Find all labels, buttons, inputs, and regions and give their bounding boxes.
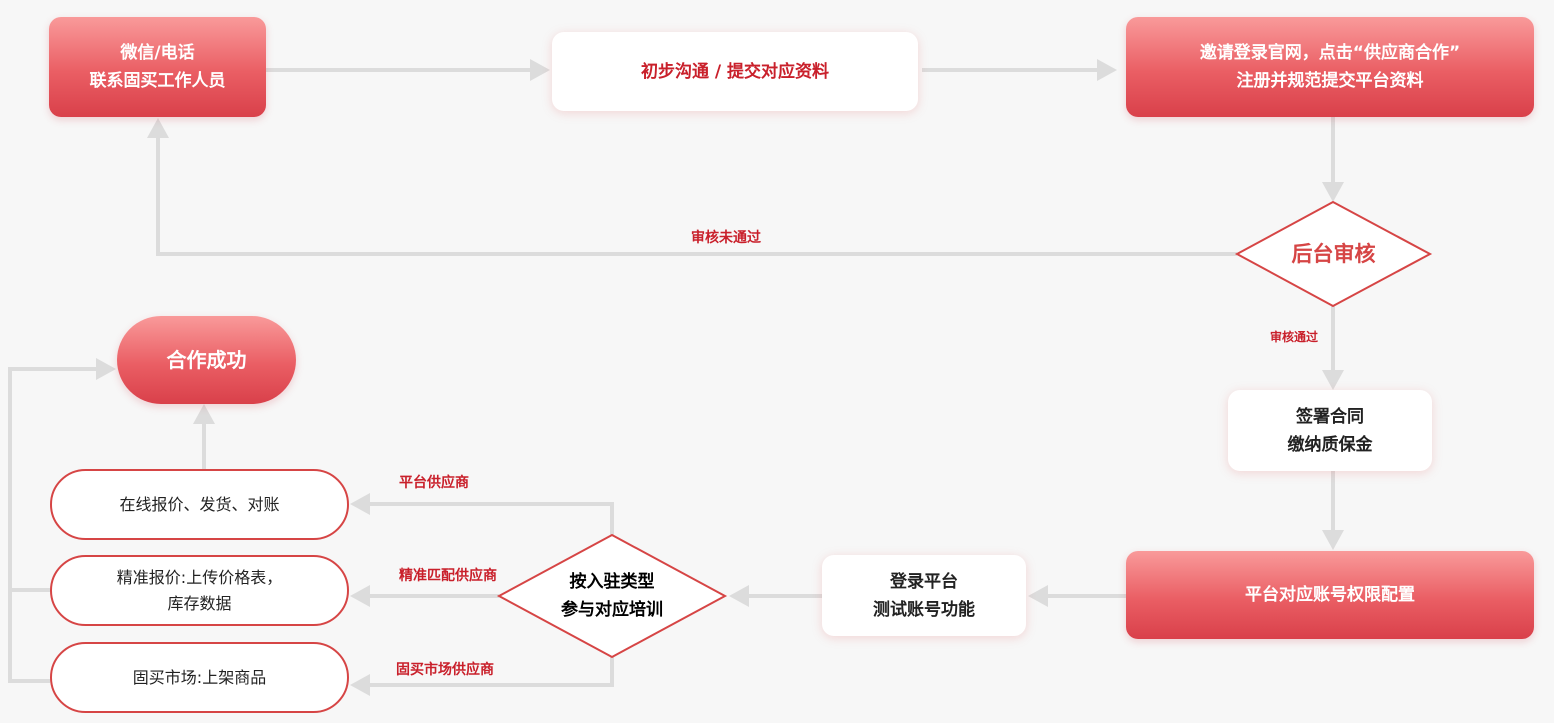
contact-line1: 微信/电话 [120,43,195,63]
contract-line2: 缴纳质保金 [1287,434,1373,455]
review-node: 后台审核 [1237,202,1430,306]
invite-line2: 注册并规范提交平台资料 [1236,71,1424,91]
type-training-node: 按入驻类型 参与对应培训 [499,535,725,657]
review-diamond-shape [1234,200,1433,308]
market-text: 固买市场:上架商品 [132,667,267,687]
contact-node: 微信/电话 联系固买工作人员 [49,17,266,117]
contract-line1: 签署合同 [1296,406,1364,427]
precise-quote-node: 精准报价:上传价格表， 库存数据 [50,555,349,626]
arrowhead [1028,585,1048,607]
arrowhead [350,674,370,696]
connector-review-to-contact [156,134,1237,256]
success-node: 合作成功 [117,316,296,404]
arrowhead [729,585,749,607]
arrowhead [530,59,550,81]
platform-supplier-label: 平台供应商 [399,475,469,491]
arrowhead [147,118,169,138]
type-line1: 按入驻类型 [569,572,655,592]
approved-label: 审核通过 [1270,330,1319,344]
initial-communication-text: 初步沟通 / 提交对应资料 [640,61,830,82]
arrowhead [350,585,370,607]
arrowhead [96,358,116,380]
review-text: 后台审核 [1291,242,1376,266]
precise-quote-line2: 库存数据 [167,593,232,613]
initial-communication-node: 初步沟通 / 提交对应资料 [552,32,918,111]
login-line2: 测试账号功能 [873,599,975,620]
market-supplier-label: 固买市场供应商 [396,662,494,678]
precise-supplier-label: 精准匹配供应商 [399,568,497,584]
arrowhead [350,493,370,515]
connector-left-loop [8,367,98,592]
type-diamond-shape [496,533,728,659]
login-test-node: 登录平台 测试账号功能 [822,555,1026,636]
arrowhead [1322,530,1344,550]
connector-type-to-market [368,657,614,687]
online-quote-text: 在线报价、发货、对账 [119,494,280,514]
connector-left-loop-market [8,590,50,683]
permission-config-node: 平台对应账号权限配置 [1126,551,1534,639]
arrowhead [1322,182,1344,202]
invite-register-node: 邀请登录官网，点击“供应商合作” 注册并规范提交平台资料 [1126,17,1534,117]
rejected-label: 审核未通过 [691,230,761,246]
invite-line1: 邀请登录官网，点击“供应商合作” [1199,43,1461,63]
connector-type-to-online [368,502,614,535]
market-node: 固买市场:上架商品 [50,642,349,713]
online-quote-node: 在线报价、发货、对账 [50,469,349,540]
contact-line2: 联系固买工作人员 [89,71,226,91]
permission-text: 平台对应账号权限配置 [1245,585,1415,605]
precise-quote-line1: 精准报价:上传价格表， [116,567,283,587]
contract-node: 签署合同 缴纳质保金 [1228,390,1432,471]
arrowhead [1322,370,1344,390]
login-line1: 登录平台 [890,571,958,592]
arrowhead [1097,59,1117,81]
type-line2: 参与对应培训 [561,600,663,620]
success-text: 合作成功 [166,348,247,372]
arrowhead [193,404,215,424]
